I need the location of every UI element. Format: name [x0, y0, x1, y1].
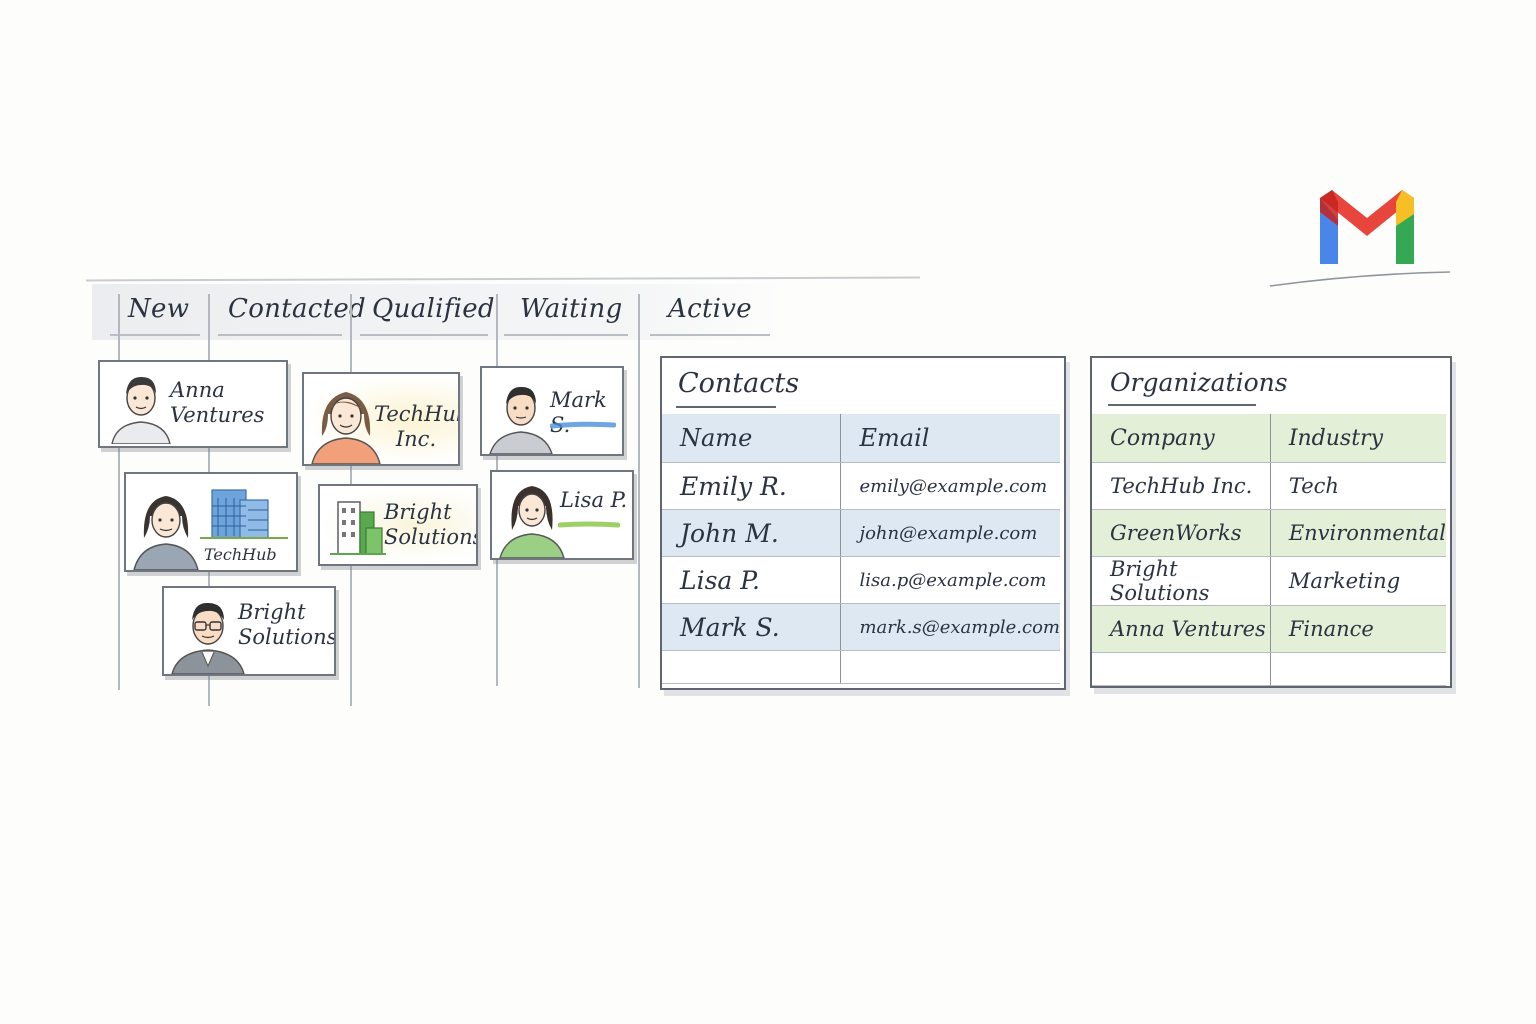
- card-label: Lisa P.: [560, 488, 628, 512]
- table-row-empty: [662, 650, 1060, 684]
- card-bright-solutions[interactable]: Bright Solutions: [162, 586, 336, 676]
- status-highlight-blue: [550, 421, 616, 429]
- column-header-email[interactable]: Email: [840, 414, 1060, 463]
- avatar-man-glasses-icon: [171, 602, 245, 674]
- card-mark-s[interactable]: Mark S.: [480, 366, 624, 456]
- contact-name: Emily R.: [662, 462, 841, 510]
- contact-email[interactable]: john@example.com: [840, 509, 1060, 557]
- organization-industry: Environmental: [1269, 509, 1446, 557]
- card-lisa-p[interactable]: Lisa P.: [490, 470, 634, 560]
- contact-email[interactable]: mark.s@example.com: [840, 603, 1060, 651]
- stage-new-underline: [110, 334, 200, 336]
- card-label: TechHub Inc.: [374, 402, 460, 451]
- organizations-title: Organizations: [1110, 368, 1288, 397]
- organization-company: Bright Solutions: [1092, 556, 1271, 606]
- status-highlight-green: [558, 521, 620, 528]
- card-label: Bright Solutions: [238, 600, 336, 649]
- card-label: Bright Solutions: [384, 500, 478, 549]
- card-techhub-inc[interactable]: TechHub Inc.: [302, 372, 460, 466]
- card-label: Anna Ventures: [170, 378, 265, 427]
- table-row[interactable]: John M. john@example.com: [662, 509, 1060, 557]
- organization-company: TechHub Inc.: [1092, 462, 1271, 510]
- gmail-icon[interactable]: [1312, 186, 1422, 270]
- table-row[interactable]: Mark S. mark.s@example.com: [662, 603, 1060, 651]
- stage-new[interactable]: New: [128, 294, 190, 324]
- contact-email[interactable]: emily@example.com: [840, 462, 1060, 510]
- contact-name: Lisa P.: [662, 556, 841, 604]
- card-label: Mark S.: [550, 388, 607, 437]
- organizations-panel: Organizations Company Industry TechHub I…: [1090, 356, 1452, 688]
- card-bright-solutions-building[interactable]: Bright Solutions: [318, 484, 478, 566]
- avatar-woman-icon: [499, 486, 565, 558]
- stage-contacted-underline: [218, 334, 342, 336]
- stage-waiting-underline: [504, 334, 628, 336]
- organizations-table: Company Industry TechHub Inc. Tech Green…: [1092, 414, 1446, 686]
- table-row-empty: [1092, 652, 1446, 686]
- table-row[interactable]: Emily R. emily@example.com: [662, 462, 1060, 510]
- office-building-icon: [330, 501, 386, 555]
- stage-active-underline: [650, 334, 770, 336]
- contacts-panel: Contacts Name Email Emily R. emily@examp…: [660, 356, 1066, 690]
- board-header-background: [92, 284, 782, 340]
- card-techhub-inc-building[interactable]: TechHub Inc.: [124, 472, 298, 572]
- stage-qualified-underline: [360, 334, 488, 336]
- stage-active[interactable]: Active: [668, 294, 752, 324]
- contacts-table: Name Email Emily R. emily@example.com Jo…: [662, 414, 1060, 684]
- stage-qualified[interactable]: Qualified: [372, 294, 495, 324]
- contact-email[interactable]: lisa.p@example.com: [840, 556, 1060, 604]
- organization-industry: Marketing: [1269, 556, 1446, 606]
- avatar-man-icon: [489, 386, 553, 454]
- table-row[interactable]: GreenWorks Environmental: [1092, 509, 1446, 557]
- organization-industry: Tech: [1269, 462, 1446, 510]
- title-underline: [1108, 404, 1256, 406]
- contact-name: John M.: [662, 509, 841, 557]
- column-header-industry[interactable]: Industry: [1269, 414, 1446, 463]
- column-header-name[interactable]: Name: [662, 414, 841, 463]
- title-underline: [676, 406, 776, 408]
- organization-industry: Finance: [1269, 605, 1446, 653]
- avatar-woman-icon: [311, 392, 381, 464]
- office-building-icon: [200, 489, 288, 539]
- logo-underline: [1269, 271, 1451, 287]
- contacts-title: Contacts: [678, 368, 800, 399]
- table-row[interactable]: Anna Ventures Finance: [1092, 605, 1446, 653]
- card-anna-ventures[interactable]: Anna Ventures: [98, 360, 288, 448]
- stage-contacted[interactable]: Contacted: [228, 294, 366, 324]
- board-top-line: [85, 276, 921, 282]
- card-label: TechHub Inc.: [204, 545, 277, 564]
- table-row[interactable]: Lisa P. lisa.p@example.com: [662, 556, 1060, 604]
- column-divider: [118, 294, 120, 690]
- organization-company: Anna Ventures: [1092, 605, 1271, 653]
- column-divider: [638, 294, 640, 688]
- column-header-company[interactable]: Company: [1092, 414, 1271, 463]
- organization-company: GreenWorks: [1092, 509, 1271, 557]
- stage-waiting[interactable]: Waiting: [520, 294, 623, 324]
- contact-name: Mark S.: [662, 603, 841, 651]
- table-row[interactable]: Bright Solutions Marketing: [1092, 556, 1446, 606]
- avatar-woman-icon: [133, 496, 199, 570]
- avatar-man-icon: [111, 376, 171, 444]
- table-row[interactable]: TechHub Inc. Tech: [1092, 462, 1446, 510]
